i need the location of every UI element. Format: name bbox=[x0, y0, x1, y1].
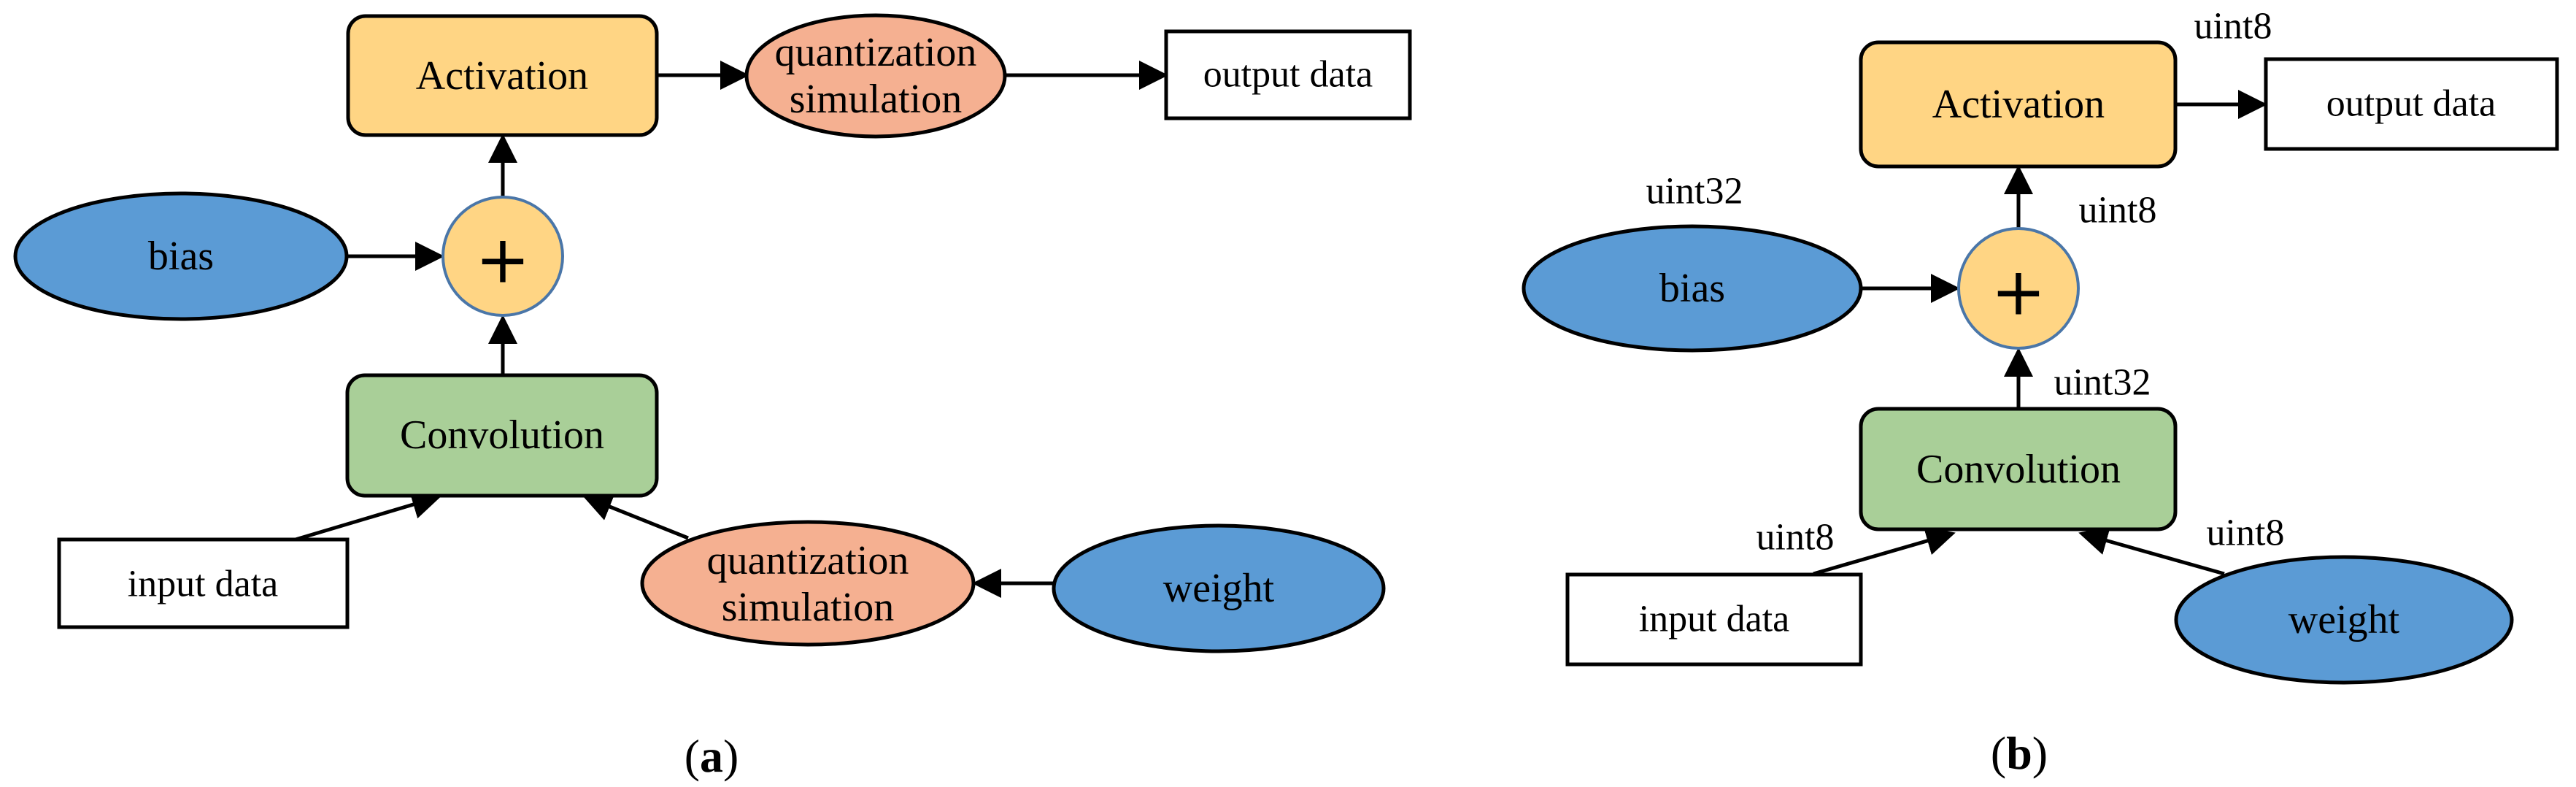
type-label-activation-out: uint8 bbox=[2194, 6, 2272, 47]
input-label: input data bbox=[128, 564, 279, 605]
weight-ellipse bbox=[2174, 555, 2514, 685]
bias-label: bias bbox=[1659, 266, 1725, 311]
input-label: input data bbox=[1639, 599, 1790, 640]
weight-label: weight bbox=[1163, 566, 1275, 611]
activation-label: Activation bbox=[1932, 82, 2105, 127]
activation-node: Activation bbox=[1859, 40, 2178, 169]
type-label-adder-out: uint8 bbox=[2079, 190, 2157, 231]
panel-a: Activation quantization simulation outpu… bbox=[13, 13, 1412, 782]
quantization-ellipse bbox=[744, 13, 1007, 139]
plus-icon: + bbox=[1991, 254, 2045, 331]
type-label-bias: uint32 bbox=[1646, 171, 1743, 212]
quantization-node-top: quantization simulation bbox=[744, 13, 1007, 139]
caption-b: (b) bbox=[1991, 727, 2048, 779]
adder-node: + bbox=[441, 196, 564, 317]
output-box bbox=[1164, 29, 1412, 120]
quantization-label-line1: quantization bbox=[775, 30, 977, 75]
weight-ellipse bbox=[1052, 523, 1386, 653]
convolution-label: Convolution bbox=[400, 412, 604, 458]
edge-weight-to-conv bbox=[2078, 526, 2225, 576]
adder-circle bbox=[441, 196, 564, 317]
activation-label: Activation bbox=[416, 53, 588, 99]
adder-circle bbox=[1957, 227, 2080, 350]
type-label-weight: uint8 bbox=[2207, 512, 2285, 554]
edges-a bbox=[295, 61, 1168, 598]
caption-a: (a) bbox=[685, 730, 739, 782]
output-label: output data bbox=[2326, 83, 2496, 125]
activation-box bbox=[346, 14, 659, 137]
adder-node: + bbox=[1957, 227, 2080, 350]
convolution-box bbox=[345, 373, 659, 498]
convolution-node: Convolution bbox=[345, 373, 659, 498]
edge-input-to-conv bbox=[295, 490, 441, 542]
convolution-box bbox=[1859, 407, 2178, 531]
bias-node: bias bbox=[13, 191, 349, 321]
quantization-label-line2: simulation bbox=[722, 585, 894, 630]
output-node: output data bbox=[1164, 29, 1412, 120]
activation-box bbox=[1859, 40, 2178, 169]
bias-ellipse bbox=[13, 191, 349, 321]
input-node: input data bbox=[1565, 572, 1863, 667]
convolution-label: Convolution bbox=[1916, 447, 2121, 492]
edges-b bbox=[1813, 90, 2267, 576]
quantization-node-bottom: quantization simulation bbox=[640, 520, 976, 647]
weight-node: weight bbox=[1052, 523, 1386, 653]
convolution-node: Convolution bbox=[1859, 407, 2178, 531]
type-label-input: uint8 bbox=[1756, 517, 1835, 558]
bias-node: bias bbox=[1522, 224, 1863, 353]
type-label-conv-out: uint32 bbox=[2054, 362, 2151, 404]
weight-label: weight bbox=[2288, 597, 2400, 642]
quantization-ellipse bbox=[640, 520, 976, 647]
edge-input-to-conv bbox=[1813, 526, 1956, 576]
bias-ellipse bbox=[1522, 224, 1863, 353]
output-label: output data bbox=[1203, 54, 1373, 96]
plus-icon: + bbox=[475, 222, 530, 299]
input-box bbox=[57, 537, 350, 629]
weight-node: weight bbox=[2174, 555, 2514, 685]
activation-node: Activation bbox=[346, 14, 659, 137]
quantization-label-line1: quantization bbox=[707, 538, 909, 583]
panel-b: Activation output data bias + Convolutio… bbox=[1522, 6, 2559, 779]
bias-label: bias bbox=[148, 234, 214, 279]
output-node: output data bbox=[2264, 57, 2559, 151]
input-box bbox=[1565, 572, 1863, 667]
edge-quant-to-conv bbox=[582, 493, 689, 540]
input-node: input data bbox=[57, 537, 350, 629]
output-box bbox=[2264, 57, 2559, 151]
quantization-label-line2: simulation bbox=[790, 77, 962, 122]
